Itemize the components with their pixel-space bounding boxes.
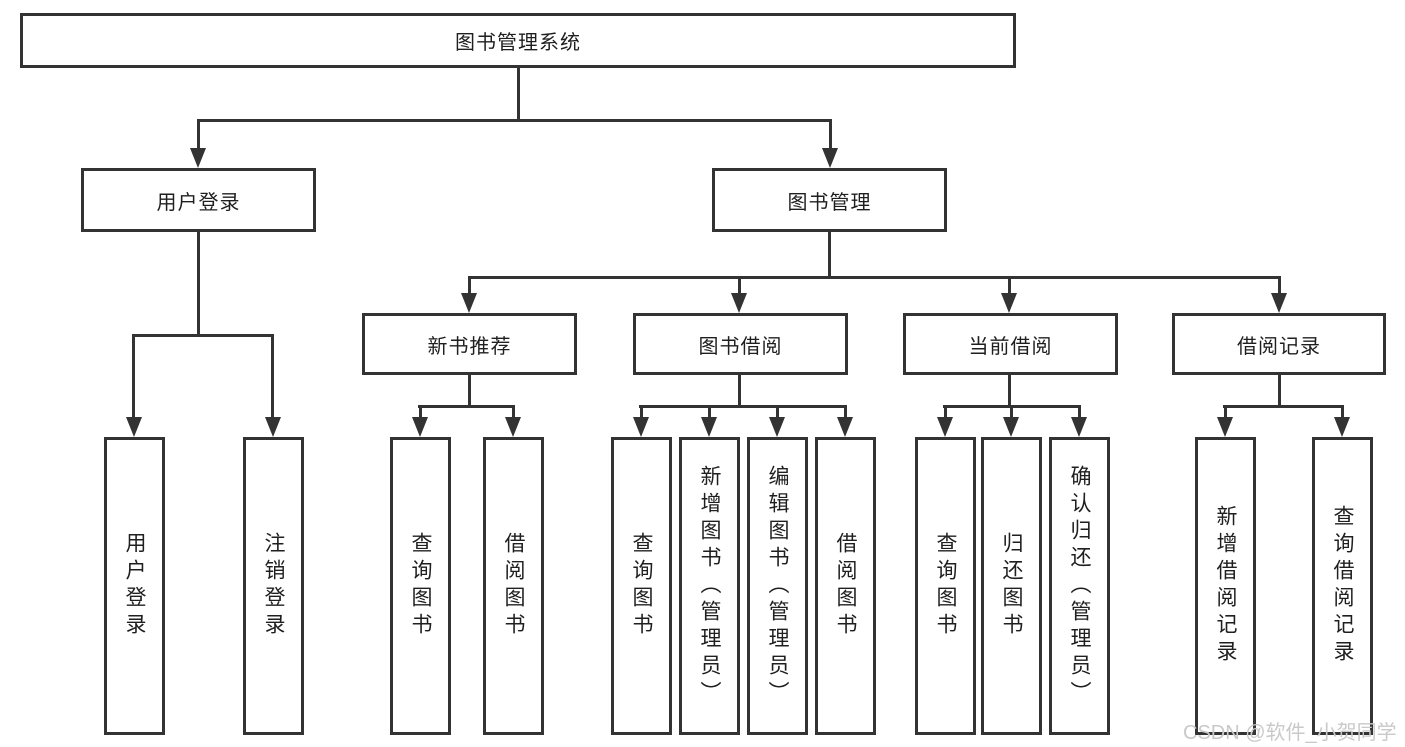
node-label: 新书推荐 <box>427 335 512 358</box>
connector-line <box>1008 375 1011 407</box>
leaf-label: 归还图书 <box>1000 532 1023 640</box>
node-user-login: 用户登录 <box>81 168 316 232</box>
leaf-confirm-return-admin: 确认归还（管理员） <box>1049 437 1110 735</box>
leaf-label: 用户登录 <box>123 532 146 640</box>
connector-line <box>468 276 1281 279</box>
connector-line <box>132 334 274 337</box>
arrow-down-icon <box>937 417 953 437</box>
leaf-edit-books-admin: 编辑图书（管理员） <box>747 437 808 735</box>
watermark: CSDN @软件_小贺同学 <box>1183 722 1397 744</box>
arrow-down-icon <box>633 417 649 437</box>
connector-line <box>1341 405 1344 419</box>
leaf-label: 查询图书 <box>409 532 432 640</box>
connector-line <box>944 405 947 419</box>
leaf-query-books-current: 查询图书 <box>915 437 976 735</box>
connector-line <box>776 405 779 419</box>
arrow-down-icon <box>190 148 206 168</box>
connector-line <box>1010 405 1013 419</box>
node-label: 借阅记录 <box>1237 335 1321 358</box>
leaf-label: 查询图书 <box>630 532 653 640</box>
connector-line <box>1278 375 1281 407</box>
arrow-down-icon <box>412 417 428 437</box>
leaf-label: 确认归还（管理员） <box>1068 464 1091 708</box>
arrow-down-icon <box>1003 417 1019 437</box>
connector-line <box>639 405 847 408</box>
leaf-borrow-books: 借阅图书 <box>815 437 876 735</box>
connector-line <box>197 119 832 122</box>
leaf-logout: 注销登录 <box>243 437 304 735</box>
connector-line <box>132 334 135 420</box>
connector-line <box>197 232 200 336</box>
arrow-down-icon <box>461 293 477 313</box>
arrow-down-icon <box>505 417 521 437</box>
arrow-down-icon <box>1334 417 1350 437</box>
arrow-down-icon <box>837 417 853 437</box>
node-label: 当前借阅 <box>968 335 1053 358</box>
arrow-down-icon <box>126 417 142 437</box>
connector-line <box>517 68 520 121</box>
connector-line <box>708 405 711 419</box>
leaf-label: 借阅图书 <box>834 532 857 640</box>
leaf-add-borrow-record: 新增借阅记录 <box>1195 437 1256 735</box>
leaf-query-borrow-record: 查询借阅记录 <box>1312 437 1373 735</box>
node-new-book-recommend: 新书推荐 <box>362 313 577 375</box>
arrow-down-icon <box>731 293 747 313</box>
connector-line <box>1078 405 1081 419</box>
connector-line <box>1278 276 1281 297</box>
connector-line <box>829 119 832 151</box>
connector-line <box>738 375 741 407</box>
arrow-down-icon <box>822 148 838 168</box>
arrow-down-icon <box>1217 417 1233 437</box>
connector-line <box>738 276 741 297</box>
node-root: 图书管理系统 <box>20 13 1016 68</box>
connector-line <box>512 405 515 419</box>
connector-line <box>828 232 831 278</box>
node-borrow-records: 借阅记录 <box>1172 313 1386 375</box>
leaf-borrow-books-recommend: 借阅图书 <box>483 437 544 735</box>
leaf-label: 查询图书 <box>934 532 957 640</box>
connector-line <box>468 375 471 407</box>
connector-line <box>1223 405 1344 408</box>
arrow-down-icon <box>1271 293 1287 313</box>
connector-line <box>844 405 847 419</box>
connector-line <box>468 276 471 297</box>
node-book-borrow: 图书借阅 <box>633 313 848 375</box>
connector-line <box>271 334 274 420</box>
node-label: 图书管理系统 <box>455 32 581 54</box>
node-label: 用户登录 <box>156 191 241 214</box>
arrow-down-icon <box>701 417 717 437</box>
connector-line <box>640 405 643 419</box>
leaf-query-books-recommend: 查询图书 <box>390 437 451 735</box>
node-label: 图书管理 <box>787 191 872 214</box>
arrow-down-icon <box>265 417 281 437</box>
node-label: 图书借阅 <box>698 335 783 358</box>
node-current-borrow: 当前借阅 <box>903 313 1118 375</box>
connector-line <box>419 405 422 419</box>
arrow-down-icon <box>1001 293 1017 313</box>
connector-line <box>418 405 515 408</box>
leaf-label: 编辑图书（管理员） <box>766 464 789 708</box>
leaf-user-login: 用户登录 <box>104 437 165 735</box>
leaf-add-books-admin: 新增图书（管理员） <box>679 437 740 735</box>
node-book-management: 图书管理 <box>712 168 947 232</box>
leaf-label: 注销登录 <box>262 532 285 640</box>
arrow-down-icon <box>769 417 785 437</box>
leaf-label: 查询借阅记录 <box>1331 505 1354 667</box>
connector-line <box>197 119 200 151</box>
leaf-query-books-borrow: 查询图书 <box>611 437 672 735</box>
leaf-label: 新增借阅记录 <box>1214 505 1237 667</box>
leaf-label: 借阅图书 <box>502 532 525 640</box>
leaf-return-books: 归还图书 <box>981 437 1042 735</box>
connector-line <box>1224 405 1227 419</box>
connector-line <box>1008 276 1011 297</box>
arrow-down-icon <box>1071 417 1087 437</box>
leaf-label: 新增图书（管理员） <box>698 464 721 708</box>
